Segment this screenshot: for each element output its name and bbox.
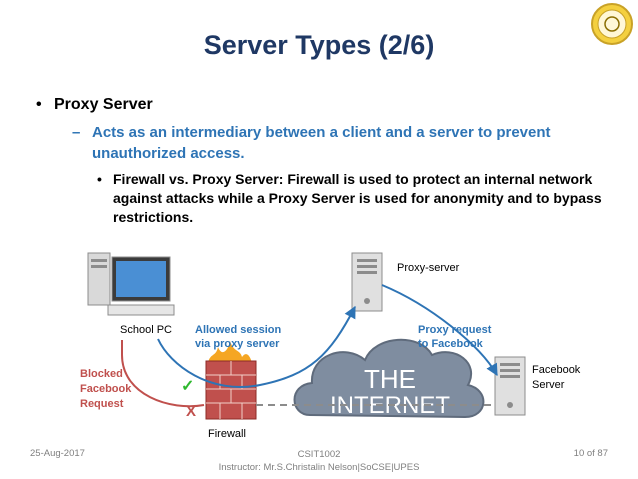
allowed-session-label-line1: Allowed session bbox=[195, 324, 281, 336]
firewall-icon bbox=[205, 341, 257, 420]
footer-page-number: 10 of 87 bbox=[573, 448, 608, 459]
blocked-label-line2: Facebook bbox=[80, 383, 132, 395]
blocked-request-arrow bbox=[121, 340, 205, 408]
footer-course: CSIT1002 bbox=[297, 449, 341, 460]
bullet-dot: • bbox=[36, 96, 42, 113]
sub-bullet-intermediary-text: Acts as an intermediary between a client… bbox=[92, 124, 551, 162]
footer-instructor: Instructor: Mr.S.Christalin Nelson|SoCSE… bbox=[218, 462, 420, 473]
slide-title: Server Types (2/6) bbox=[203, 30, 435, 60]
school-pc-icon bbox=[87, 252, 175, 316]
school-pc-label: School PC bbox=[120, 324, 172, 336]
bullet-dash: – bbox=[72, 124, 81, 141]
bullet-proxy-server-text: Proxy Server bbox=[54, 96, 153, 113]
firewall-label: Firewall bbox=[208, 428, 246, 440]
blocked-label-line1: Blocked bbox=[80, 368, 123, 380]
blocked-label-line3: Request bbox=[80, 398, 124, 410]
facebook-server-label-line1: Facebook bbox=[532, 364, 581, 376]
university-logo bbox=[591, 3, 633, 45]
blocked-x-icon: X bbox=[186, 403, 196, 420]
allowed-session-label-line2: via proxy server bbox=[195, 338, 280, 350]
facebook-server-icon bbox=[494, 356, 526, 416]
proxy-server-label: Proxy-server bbox=[397, 262, 460, 274]
proxy-request-label-line2: to Facebook bbox=[418, 338, 484, 350]
bullet-dot: • bbox=[97, 171, 102, 187]
allowed-check-icon: ✓ bbox=[181, 378, 194, 395]
bullet-proxy-server: • Proxy Server bbox=[36, 96, 153, 114]
allowed-session-arrow bbox=[157, 305, 356, 388]
footer-course-info: CSIT1002 Instructor: Mr.S.Christalin Nel… bbox=[0, 448, 638, 474]
proxy-network-diagram: THE INTERNET School PC Proxy-server Face… bbox=[80, 252, 581, 440]
sub-bullet-intermediary: – Acts as an intermediary between a clie… bbox=[72, 122, 592, 164]
footer-date: 25-Aug-2017 bbox=[30, 448, 85, 459]
internet-cloud-icon bbox=[293, 338, 485, 419]
proxy-server-icon bbox=[351, 252, 383, 312]
sub-sub-bullet-firewall-vs-proxy-text: Firewall vs. Proxy Server: Firewall is u… bbox=[113, 171, 602, 225]
sub-sub-bullet-firewall-vs-proxy: • Firewall vs. Proxy Server: Firewall is… bbox=[97, 170, 607, 227]
facebook-server-label-line2: Server bbox=[532, 379, 565, 391]
internet-label-line1: THE bbox=[364, 364, 416, 394]
proxy-request-arrow bbox=[381, 284, 498, 377]
